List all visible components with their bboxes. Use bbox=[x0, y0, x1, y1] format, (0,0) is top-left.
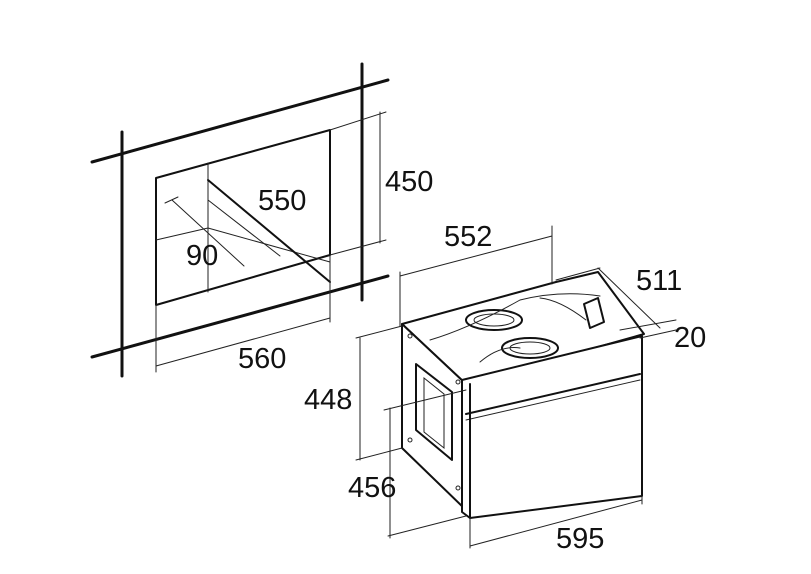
dim-595-line bbox=[469, 499, 643, 547]
oven-width-front-label: 595 bbox=[556, 523, 604, 555]
cabinet-top-edge bbox=[90, 78, 390, 164]
side-recess-inner bbox=[423, 376, 445, 450]
top-curve bbox=[429, 293, 601, 341]
dim-511-ext bbox=[555, 267, 601, 281]
dim-20-line-2 bbox=[639, 329, 677, 339]
top-curve-3 bbox=[539, 297, 587, 321]
dim-511-line bbox=[597, 267, 661, 329]
screw-4 bbox=[455, 485, 461, 491]
top-vent-2 bbox=[501, 337, 559, 359]
oven-door-thickness-label: 20 bbox=[674, 322, 706, 354]
dim-448-ext-bottom bbox=[355, 447, 403, 461]
dim-456-ext-top bbox=[383, 389, 467, 411]
oven-height-front-label: 456 bbox=[348, 472, 396, 504]
side-recess bbox=[415, 363, 453, 461]
dim-450-ext-bottom bbox=[329, 239, 387, 256]
niche-inner-floor-diag bbox=[207, 227, 331, 263]
niche-inner-floor-front bbox=[155, 227, 209, 241]
oven-front-panel bbox=[461, 335, 643, 519]
screw-3 bbox=[455, 379, 461, 385]
niche-height-label: 450 bbox=[385, 166, 433, 198]
control-strip-line bbox=[465, 373, 641, 415]
niche-drawing bbox=[90, 62, 390, 378]
niche-depth-diagonal bbox=[207, 179, 331, 283]
recess-tick bbox=[164, 196, 179, 204]
dim-448-ext-top bbox=[355, 325, 403, 339]
niche-depth-label: 550 bbox=[258, 185, 306, 217]
dim-560-line bbox=[155, 317, 331, 367]
dim-20-line-1 bbox=[619, 319, 677, 331]
dim-450-ext-top bbox=[329, 111, 387, 131]
niche-width-label: 560 bbox=[238, 343, 286, 375]
screw-1 bbox=[407, 333, 413, 339]
oven-depth-body-label: 511 bbox=[636, 265, 682, 297]
niche-recess-label: 90 bbox=[186, 240, 218, 272]
niche-depth-diagonal-2 bbox=[207, 199, 281, 257]
oven-drawing bbox=[355, 225, 677, 549]
top-curve-2 bbox=[479, 347, 521, 363]
oven-width-body-label: 552 bbox=[444, 221, 492, 253]
top-vent-1 bbox=[465, 309, 523, 331]
screw-2 bbox=[407, 437, 413, 443]
top-bracket bbox=[583, 297, 605, 329]
dim-456-ext-bottom bbox=[387, 515, 467, 537]
control-strip-line-2 bbox=[465, 379, 641, 421]
cabinet-bottom-edge bbox=[90, 274, 390, 359]
oven-height-body-label: 448 bbox=[304, 384, 352, 416]
dim-552-line bbox=[399, 235, 553, 277]
recess-dim-line bbox=[171, 199, 245, 267]
niche-opening bbox=[155, 129, 331, 306]
